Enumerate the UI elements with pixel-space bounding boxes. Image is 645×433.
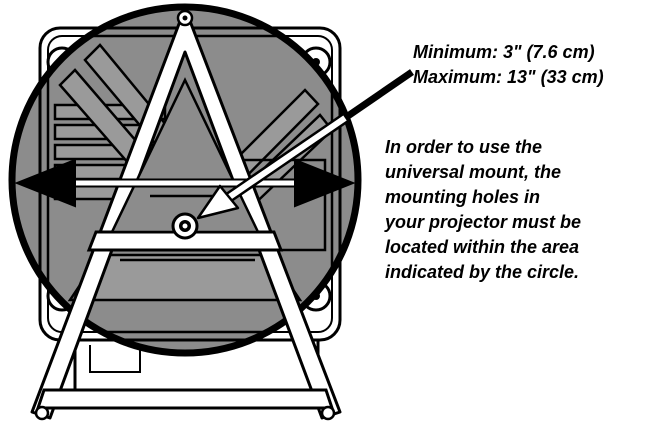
mounting-note: In order to use the universal mount, the… (385, 135, 640, 285)
a-frame-mount (30, 6, 342, 421)
arrow-head-left (14, 158, 76, 208)
note-line: your projector must be (385, 212, 582, 232)
pointer-arrow (196, 69, 414, 220)
note-line: located within the area (385, 237, 580, 257)
note-line: In order to use the (385, 137, 543, 157)
diameter-arrow (14, 158, 356, 208)
minimum-dimension-label: Minimum: 3" (7.6 cm) (413, 42, 595, 62)
center-mounting-hole (171, 212, 199, 240)
pointer-arrow-head (196, 184, 240, 220)
note-line: indicated by the circle. (385, 262, 580, 282)
arrow-head-right (294, 158, 356, 208)
maximum-dimension-label: Maximum: 13" (33 cm) (413, 67, 604, 87)
note-line: universal mount, the (385, 162, 562, 182)
note-line: mounting holes in (385, 187, 540, 207)
